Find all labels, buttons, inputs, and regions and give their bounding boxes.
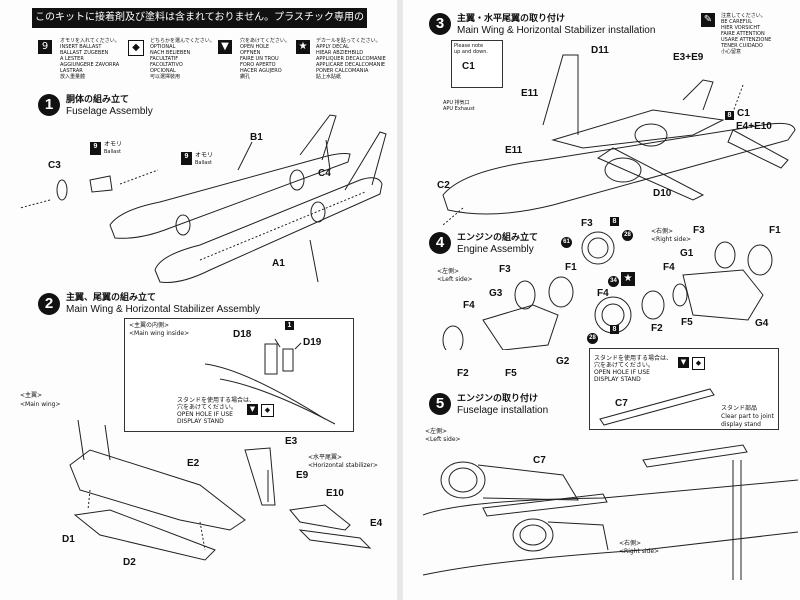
ballast-icon: 9 [181, 152, 192, 165]
step-number: 4 [429, 232, 451, 254]
ballast-icon: 9 [90, 142, 101, 155]
step-number: 2 [38, 293, 60, 315]
step-title: 主翼、尾翼の組み立て Main Wing & Horizontal Stabil… [66, 293, 260, 315]
page-gutter [397, 0, 403, 600]
step-title: エンジンの組み立て Engine Assembly [457, 233, 539, 255]
left-page: このキットに接着剤及び塗料は含まれておりません。プラスチック専用の物を別にお求め… [0, 0, 398, 600]
engine-install-drawing [422, 444, 799, 580]
optional-icon: ◆ [692, 357, 705, 370]
engine-drawing [442, 231, 773, 350]
part-number-badge: 1 [285, 321, 294, 330]
fuselage-drawing [19, 114, 387, 283]
optional-icon: ◆ [128, 40, 144, 56]
aircraft-wing-install-drawing [442, 54, 796, 225]
open-hole-icon: ▼ [218, 40, 232, 54]
step-number: 3 [429, 13, 451, 35]
caution-icon: ✎ [701, 13, 715, 27]
part-label: B1 [250, 132, 263, 143]
step-title: 胴体の組み立て Fuselage Assembly [66, 95, 153, 117]
decal-icon: ★ [621, 272, 635, 286]
part-label: C4 [318, 168, 331, 179]
inset-c1-note: Please note up and down. C1 [451, 40, 503, 88]
ballast-icon: 9 [38, 40, 52, 54]
part-label: C3 [48, 160, 61, 171]
step-number: 5 [429, 393, 451, 415]
glue-paint-notice: このキットに接着剤及び塗料は含まれておりません。プラスチック専用の物を別にお求め… [32, 8, 367, 43]
optional-icon: ◆ [261, 404, 274, 417]
step-title: エンジンの取り付け Fuselage installation [457, 394, 549, 416]
right-page: 3 主翼・水平尾翼の取り付け Main Wing & Horizontal St… [403, 0, 800, 600]
step-title: 主翼・水平尾翼の取り付け Main Wing & Horizontal Stab… [457, 14, 656, 36]
part-label: A1 [272, 258, 285, 269]
open-hole-icon: ▼ [247, 404, 258, 415]
inset-main-wing-inside: <主翼の内側> <Main wing inside> 1 D18 D19 スタン… [124, 318, 354, 432]
step-number: 1 [38, 94, 60, 116]
open-hole-icon: ▼ [678, 357, 689, 368]
stand-inset: スタンドを使用する場合は、 穴をあけてください。 OPEN HOLE IF US… [589, 348, 779, 430]
decal-icon: ★ [296, 40, 310, 54]
wing-drawing [69, 419, 372, 561]
